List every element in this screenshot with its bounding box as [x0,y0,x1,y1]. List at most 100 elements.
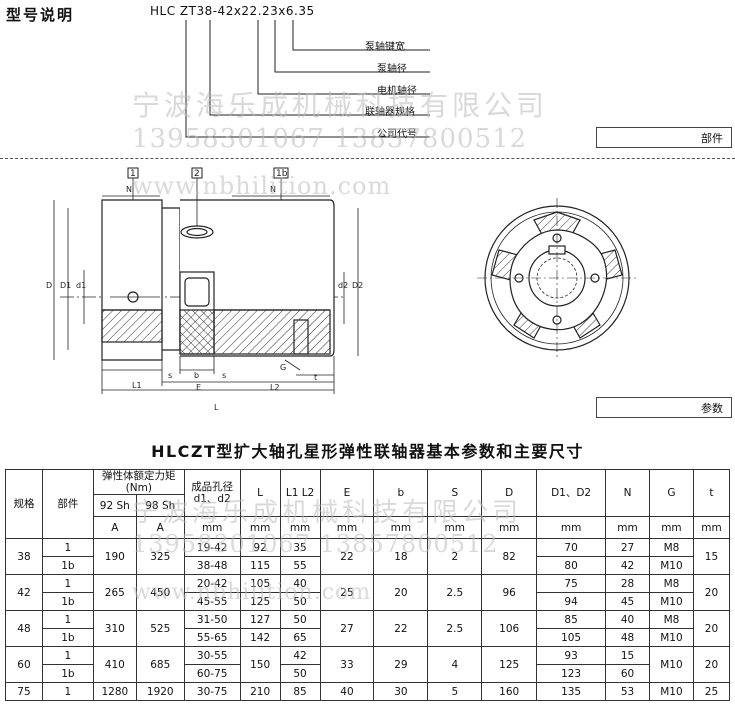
cell-b: 22 [373,610,429,648]
separator-line [0,158,735,159]
header-bore: 成品孔径 d1、d2 [183,468,241,518]
cell-e: 27 [319,610,375,648]
dim-l1: L1 [132,381,142,390]
cell-n: 27 [605,538,650,558]
cell-b: 29 [373,646,429,684]
cell-n: 28 [605,574,650,594]
dim-s-left: s [168,371,172,380]
cell-98sh: 685 [135,646,185,684]
header-t: t [692,468,731,518]
cell-s: 5 [427,682,483,702]
dim-s-right: s [222,371,226,380]
cell-d: 160 [481,682,538,702]
header-g: G [648,468,694,518]
unit-a-92: A [92,516,137,540]
cell-n: 60 [605,664,650,684]
cell-l: 115 [239,556,281,576]
cell-n: 42 [605,556,650,576]
unit-mm-g: mm [648,516,694,540]
cell-g: M10 [648,628,694,648]
unit-mm-s: mm [427,516,483,540]
cell-l1l2: 50 [279,592,321,612]
cell-g: M8 [648,574,694,594]
cell-g: M8 [648,610,694,630]
header-s: S [427,468,483,518]
table-row: 1b 60-75 50 123 60 [6,664,730,684]
params-label: 参数 [701,402,723,415]
cell-part: 1b [41,592,94,612]
table-title: HLCZT型扩大轴孔星形弹性联轴器基本参数和主要尺寸 [151,442,584,461]
cell-d: 96 [481,574,538,612]
model-leader-lines [185,20,430,138]
cell-d: 82 [481,538,538,576]
cell-92sh: 310 [92,610,137,648]
header-torque: 弹性体额定力矩(Nm) [92,468,185,496]
leader-pump-shaft: 泵轴径 [377,64,407,75]
unit-mm-d: mm [481,516,538,540]
cell-d1d2: 105 [536,628,607,648]
cell-l1l2: 55 [279,556,321,576]
dim-d1: d1 [76,281,86,290]
leader-motor-shaft: 电机轴径 [377,86,417,97]
dim-l: L [214,403,219,412]
cell-bore: 31-50 [183,610,241,630]
cell-b: 20 [373,574,429,612]
unit-mm-b: mm [373,516,429,540]
cell-spec: 60 [5,646,43,684]
callout-1b: 1b [276,169,288,179]
parts-label-box: 部件 [596,127,732,148]
table-row: 1b 55-65 142 65 105 48 M10 [6,628,730,648]
table-row: 75 1 1280 1920 30-75 210 85 40 30 5 160 … [5,682,731,702]
cell-t: 20 [692,646,731,684]
cell-bore: 38-48 [183,556,241,576]
cell-l1l2: 65 [279,628,321,648]
unit-mm-l: mm [239,516,281,540]
dim-d: D [46,281,52,290]
cell-spec: 42 [5,574,43,612]
dim-b: b [194,371,199,380]
dim-d1-upper: D1 [60,281,71,290]
cell-bore: 30-55 [183,646,241,666]
cell-spec: 48 [5,610,43,648]
side-view [60,199,345,361]
header-l: L [239,468,281,518]
cell-l: 127 [239,610,281,630]
cell-l: 142 [239,628,281,648]
header-part: 部件 [41,468,94,540]
header-e: E [319,468,375,518]
cell-bore: 30-75 [183,682,241,702]
unit-mm-d1d2: mm [536,516,607,540]
cell-98sh: 450 [135,574,185,612]
cell-d1d2: 93 [536,646,607,666]
cell-b: 30 [373,682,429,702]
cell-part: 1 [41,682,94,702]
cell-part: 1 [41,610,94,630]
cell-d: 125 [481,646,538,684]
dim-n-right: N [270,185,276,194]
coupling-drawing: 1 2 1b [46,167,637,412]
cell-n: 40 [605,610,650,630]
cell-l: 105 [239,574,281,594]
model-explanation-title: 型号说明 [6,6,75,24]
cell-bore: 45-55 [183,592,241,612]
dim-t: t [314,373,317,382]
leader-pump-key-width: 泵轴键宽 [365,42,405,53]
cell-e: 25 [319,574,375,612]
cell-spec: 75 [5,682,43,702]
cell-n: 48 [605,628,650,648]
leader-company-code: 公司代号 [377,129,417,140]
cell-n: 45 [605,592,650,612]
cell-g: M10 [648,592,694,612]
cell-d1d2: 80 [536,556,607,576]
cell-l: 210 [239,682,281,702]
cell-d1d2: 123 [536,664,607,684]
cell-t: 20 [692,610,731,648]
cell-98sh: 1920 [135,682,185,702]
cell-b: 18 [373,538,429,576]
cell-bore: 55-65 [183,628,241,648]
dim-n-left: N [126,185,132,194]
table-row: 48 1 310 525 31-50 127 50 27 22 2.5 106 … [5,610,731,648]
cell-92sh: 190 [92,538,137,576]
end-view [477,198,637,358]
